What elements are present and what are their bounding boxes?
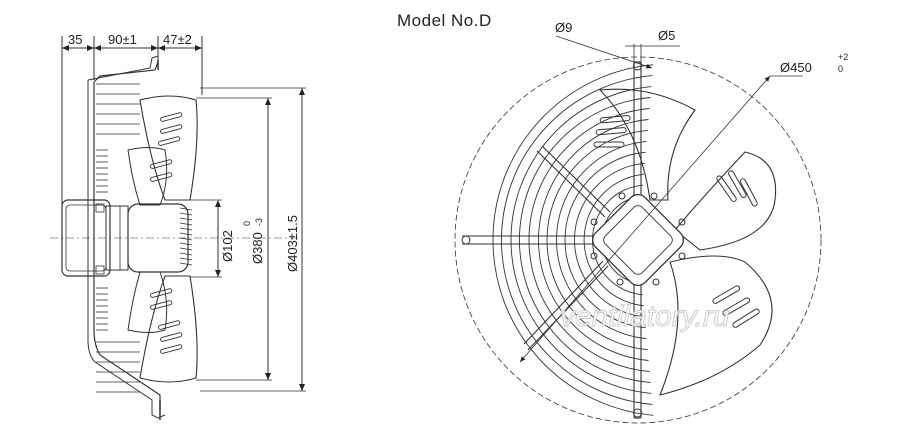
dia-380-tol-upper: 0 [242, 221, 252, 226]
watermark-text: ventilatory.ru [560, 300, 730, 333]
dia-450-tol-lower: 0 [838, 64, 843, 74]
dia-403-label: Ø403±1.5 [285, 215, 300, 272]
dia-380-tol-lower: -3 [254, 218, 264, 226]
front-view [454, 35, 822, 424]
dia-450-tol-upper: +2 [838, 52, 848, 62]
dia-5-label: Ø5 [658, 28, 675, 43]
dia-102-label: Ø102 [220, 230, 235, 262]
dia-450-label: Ø450 [780, 60, 812, 75]
dim-47-label: 47±2 [163, 32, 192, 47]
side-view [50, 36, 306, 420]
drawing-title: Model No.D [397, 11, 492, 30]
dim-90-label: 90±1 [108, 32, 137, 47]
dia-9-label: Ø9 [555, 20, 572, 35]
dim-35-label: 35 [68, 32, 82, 47]
dia-380-label: Ø380 [250, 232, 265, 264]
